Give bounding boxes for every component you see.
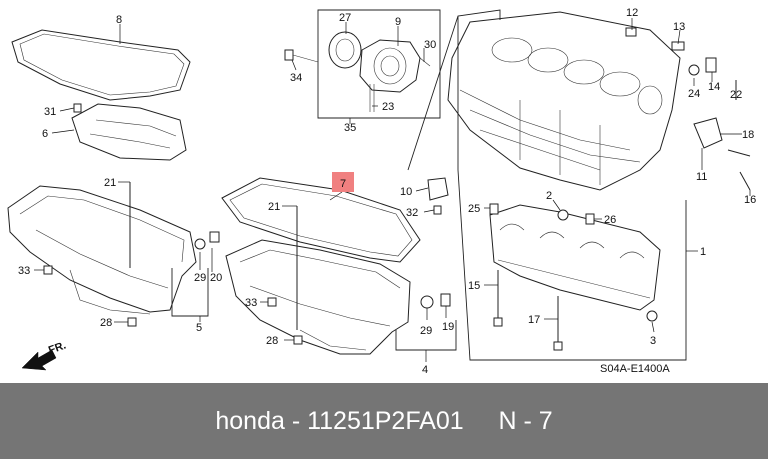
callout-33-left: 33 [18,265,30,277]
front-direction-label: FR. [47,339,68,356]
highlight-box-7 [332,172,354,192]
oil-pan-left-part [7,182,220,327]
callout-32: 32 [406,207,418,219]
callout-3: 3 [650,335,656,347]
bolt-17-part [553,296,563,351]
callout-28-left: 28 [100,317,112,329]
callout-29-left: 29 [194,272,206,284]
callout-7: 7 [340,178,346,190]
callout-8: 8 [116,14,122,26]
callout-6: 6 [42,128,48,140]
callout-21-left: 21 [104,177,116,189]
callout-26: 26 [604,214,616,226]
callout-15: 15 [468,280,480,292]
callout-13: 13 [673,21,685,33]
bolt-34-part [284,49,319,63]
cylinder-block-part [447,11,681,191]
bolt-15-part [493,270,503,327]
callout-16: 16 [744,194,756,206]
diagram-code: S04A-E1400A [600,363,670,375]
callout-21-middle: 21 [268,201,280,213]
oil-pan-middle-part [225,206,451,355]
callout-29-middle: 29 [420,325,432,337]
seal-retainer-group [317,9,441,119]
callout-5: 5 [196,322,202,334]
callout-5-bracket [171,268,209,317]
oil-baffle-part [71,103,187,161]
callout-10: 10 [400,186,412,198]
leader-lines [34,18,751,362]
exploded-parts-diagram: FR. 8 27 9 30 34 23 35 12 13 24 14 22 18… [7,7,756,376]
bracket-10-part [427,177,449,215]
callout-34: 34 [290,72,302,84]
callout-30: 30 [424,39,436,51]
part-number-text: honda - 11251P2FA01 N - 7 [215,407,553,435]
callout-numbers: 8 27 9 30 34 23 35 12 13 24 14 22 18 11 … [18,7,756,376]
bearing-cap-bedplate-part [489,204,661,311]
callout-2: 2 [546,190,552,202]
callout-18: 18 [742,129,754,141]
block-group-frame [407,9,687,361]
front-direction-arrow: FR. [21,339,68,371]
callout-17: 17 [528,314,540,326]
part-number-footer: honda - 11251P2FA01 N - 7 [0,383,768,459]
callout-4: 4 [422,364,428,376]
callout-25: 25 [468,203,480,215]
small-dowels-group [489,203,658,322]
callout-14: 14 [708,81,720,93]
callout-9: 9 [395,16,401,28]
oil-pan-gasket-part [11,29,191,101]
callout-33-middle: 33 [245,297,257,309]
callout-22: 22 [730,89,742,101]
callout-24: 24 [688,88,700,100]
callout-12: 12 [626,7,638,19]
callout-28-middle: 28 [266,335,278,347]
callout-20: 20 [210,272,222,284]
callout-19: 19 [442,321,454,333]
callout-31: 31 [44,106,56,118]
callout-27: 27 [339,12,351,24]
callout-35: 35 [344,122,356,134]
callout-11: 11 [696,171,707,183]
callout-1: 1 [700,246,706,258]
callout-23: 23 [382,101,394,113]
oil-pan-gasket-7-part [221,177,421,263]
